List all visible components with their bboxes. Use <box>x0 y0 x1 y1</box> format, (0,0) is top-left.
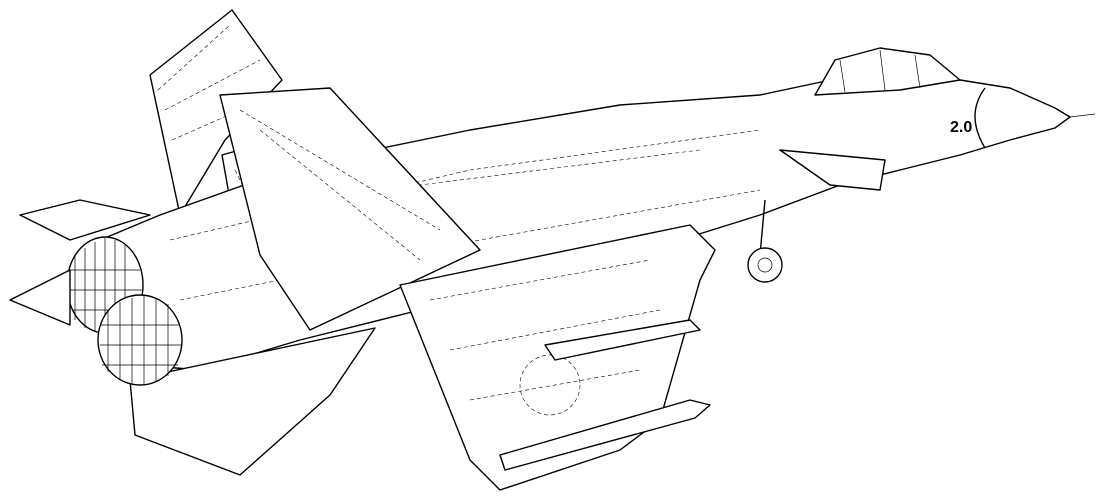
tail-cone <box>9 269 71 326</box>
fuselage-marking: 2.0 <box>950 119 972 136</box>
canard <box>779 149 886 191</box>
nose-landing-gear <box>747 199 783 283</box>
horizontal-stabilizer <box>129 327 376 476</box>
canopy <box>814 47 961 96</box>
underwing-pod <box>499 399 711 471</box>
ventral-fin <box>19 199 151 241</box>
engine-nozzle-lower <box>97 294 183 386</box>
wing-upper <box>219 87 481 331</box>
nose-radome: 2.0 <box>950 87 986 149</box>
wing-pylon-store <box>544 319 701 361</box>
